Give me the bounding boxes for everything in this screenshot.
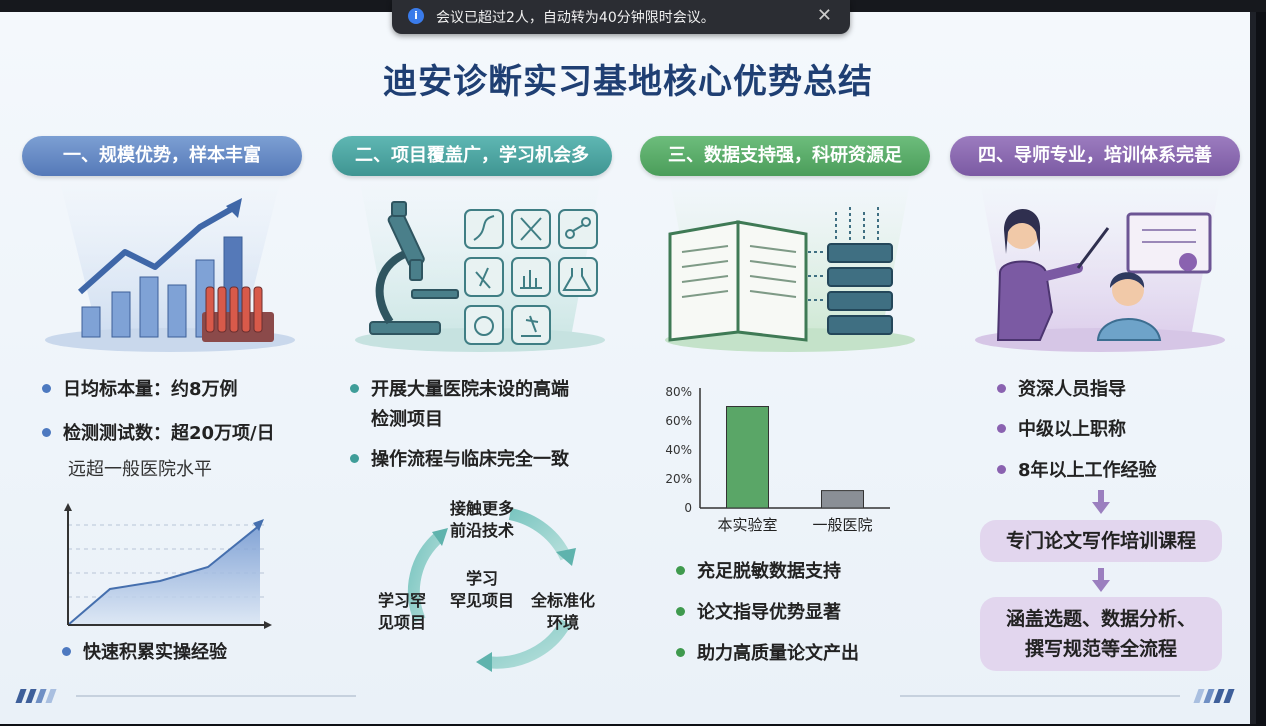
section-3-bullet-1: 充足脱敏数据支持 [676,557,841,583]
bar [726,406,769,509]
section-3-heading: 三、数据支持强，科研资源足 [640,136,930,176]
section-4-bullet-3: 8年以上工作经验 [997,456,1157,482]
bullet-dot [42,427,51,437]
bullet-text: 开展大量医院未设的高端 [371,379,569,400]
training-course-box: 专门论文写作培训课程 [980,520,1222,562]
cycle-left-label: 学习罕见项目 [377,591,426,632]
arrow-shaft [1098,490,1104,502]
bullet-dot [676,647,685,657]
footer-stripes-right [1193,688,1236,707]
section-2-bullet-2: 操作流程与临床完全一致 [350,445,569,471]
section-3-bullet-2: 论文指导优势显著 [676,598,841,624]
y-tick-label: 40% [665,443,692,457]
bullet-text: 资深人员指导 [1018,379,1126,400]
bullet-text: 快速积累实操经验 [83,642,227,663]
section-4-heading: 四、导师专业，培训体系完善 [950,136,1240,176]
area-growth-illustration [64,503,272,629]
microscope-illustration [355,182,605,352]
bullet-text: 助力高质量论文产出 [697,643,859,664]
y-tick-label: 0 [684,501,692,515]
notification-message: 会议已超过2人，自动转为40分钟限时会议。 [436,10,715,26]
section-1-bullet-2: 检测测试数：超20万项/日 [42,419,275,445]
section-2-bullet-1-cont: 检测项目 [371,409,443,430]
footer-divider-left [76,695,356,697]
bullet-text: 8年以上工作经验 [1018,460,1157,481]
y-tick-label: 20% [665,472,692,486]
section-2-heading: 二、项目覆盖广，学习机会多 [332,136,612,176]
bullet-text: 操作流程与临床完全一致 [371,449,569,470]
section-1-heading: 一、规模优势，样本丰富 [22,136,302,176]
section-1-bullet-1: 日均标本量：约8万例 [42,375,238,401]
bullet-dot [997,423,1006,433]
learning-cycle-diagram [407,508,576,672]
bullet-dot [62,646,71,656]
section-1-note: 远超一般医院水平 [68,459,212,480]
footer-divider-right [900,695,1180,697]
close-icon[interactable]: ✕ [816,5,832,26]
y-tick-label: 60% [665,414,692,428]
section-4-bullet-1: 资深人员指导 [997,375,1126,401]
x-tick-label: 一般医院 [812,516,872,534]
bullet-text: 充足脱敏数据支持 [697,561,841,582]
teacher-student-illustration [975,182,1225,352]
bullet-dot [997,383,1006,393]
bullet-text: 日均标本量：约8万例 [63,379,238,400]
down-arrow-icon [1092,580,1110,592]
bar-chart: 80% 60% 40% 20% 0 本实验室 一般医院 [665,385,890,534]
section-1-bullet-3: 快速积累实操经验 [62,638,227,664]
section-4-bullet-2: 中级以上职称 [997,415,1126,441]
cycle-right-label: 全标准化环境 [530,591,595,632]
arrow-shaft [1098,568,1104,580]
book-server-illustration [665,182,915,352]
section-3-bullet-3: 助力高质量论文产出 [676,639,859,665]
cycle-top-label: 接触更多前沿技术 [449,499,514,540]
bullet-dot [676,606,685,616]
cycle-center-label: 学习罕见项目 [449,569,514,610]
slide-title: 迪安诊断实习基地核心优势总结 [383,62,873,102]
bullet-text: 中级以上职称 [1018,419,1126,440]
bullet-text: 论文指导优势显著 [697,602,841,623]
y-tick-label: 80% [665,385,692,399]
meeting-notification: i 会议已超过2人，自动转为40分钟限时会议。 ✕ [392,0,850,34]
bullet-dot [997,464,1006,474]
full-process-box: 涵盖选题、数据分析、撰写规范等全流程 [980,597,1222,671]
footer-stripes-left [15,688,58,707]
presentation-slide: 迪安诊断实习基地核心优势总结 一、规模优势，样本丰富 二、项目覆盖广，学习机会多… [0,12,1256,724]
bullet-dot [42,383,51,393]
bar [821,490,864,509]
growth-chart-illustration [45,182,295,352]
section-2-bullet-1: 开展大量医院未设的高端 [350,375,569,401]
info-icon: i [408,8,424,24]
down-arrow-icon [1092,502,1110,514]
bullet-dot [350,383,359,393]
bullet-text: 检测测试数：超20万项/日 [63,423,275,444]
x-tick-label: 本实验室 [717,516,777,534]
lab-icon-grid [464,209,598,345]
bullet-dot [350,453,359,463]
bullet-dot [676,565,685,575]
